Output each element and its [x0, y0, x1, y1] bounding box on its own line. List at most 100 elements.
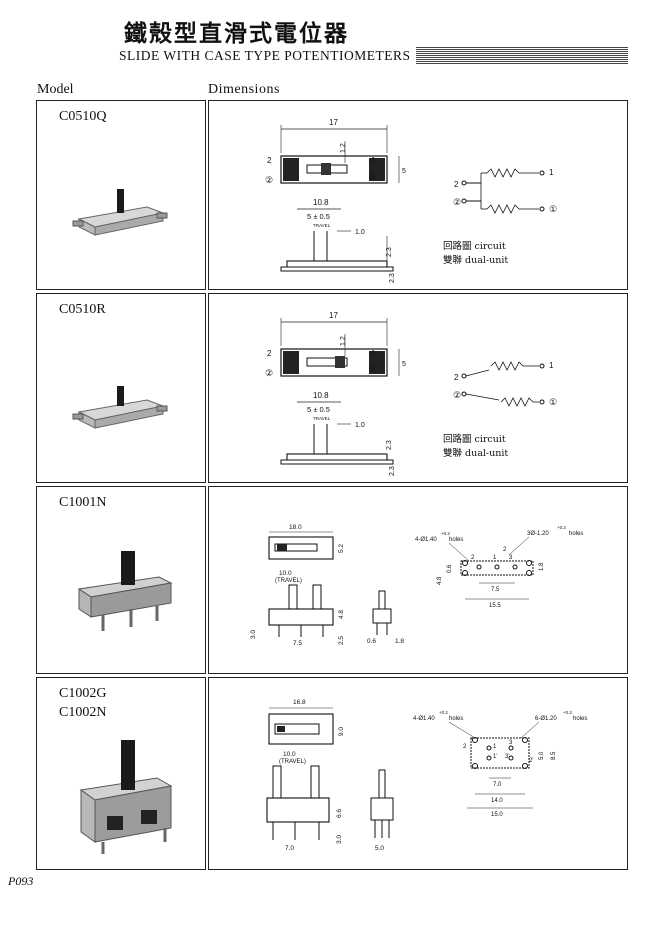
page-title-chinese: 鐵殼型直滑式電位器 [124, 21, 349, 47]
svg-text:3: 3 [509, 555, 513, 561]
dimension-drawing-c0510q: 17 1.2 5 2 ② 1 ① 10.8 5 ± 0.5 TRAVEL 1.0… [265, 118, 557, 283]
svg-text:2: 2 [454, 180, 459, 189]
svg-text:14.0: 14.0 [491, 798, 503, 804]
svg-text:3: 3 [509, 740, 513, 746]
dim-h1: 2.3 [386, 247, 393, 257]
dim-width: 17 [329, 118, 338, 127]
svg-text:4.8: 4.8 [437, 576, 443, 585]
svg-text:0.6: 0.6 [447, 564, 453, 573]
svg-text:回路圖 circuit: 回路圖 circuit [443, 433, 506, 445]
dim-height: 1.2 [340, 143, 347, 153]
product-photo-c1001n [77, 551, 173, 631]
model-cell-c0510q: C0510Q [36, 100, 206, 290]
svg-text:holes: holes [573, 716, 587, 722]
dim-h2: 2.3 [389, 273, 396, 283]
svg-text:15.0: 15.0 [491, 812, 503, 818]
product-photo-c0510r [72, 386, 168, 429]
svg-text:雙聯 dual-unit: 雙聯 dual-unit [443, 447, 508, 459]
svg-text:4-Ø1.40: 4-Ø1.40 [415, 537, 437, 543]
model-label: C1002G C1002N [59, 686, 107, 720]
svg-text:1: 1 [549, 361, 554, 370]
svg-text:6-Ø1.20: 6-Ø1.20 [535, 716, 557, 722]
dimension-drawing-c1001n: 18.0 5.2 10.0 (TRAVEL) 4.8 3.0 2.5 7.5 0… [250, 524, 583, 647]
svg-text:2.3: 2.3 [389, 466, 396, 476]
model-label: C0510Q [59, 109, 107, 124]
svg-text:6.6: 6.6 [336, 809, 343, 818]
product-photo-c0510q [72, 189, 168, 236]
svg-text:①: ① [549, 204, 557, 214]
svg-text:(TRAVEL): (TRAVEL) [279, 759, 306, 765]
dual-unit-note: 雙聯 dual-unit [443, 254, 508, 266]
svg-text:2: 2 [267, 349, 272, 358]
svg-text:3.0: 3.0 [336, 835, 343, 844]
svg-text:1.2: 1.2 [340, 336, 347, 346]
dimensions-cell-c1001n: 18.0 5.2 10.0 (TRAVEL) 4.8 3.0 2.5 7.5 0… [208, 486, 628, 674]
svg-text:4-Ø1.40: 4-Ø1.40 [413, 716, 435, 722]
svg-text:2': 2' [529, 758, 533, 764]
svg-text:16.8: 16.8 [293, 699, 306, 706]
svg-text:5.2: 5.2 [338, 544, 345, 553]
svg-text:①: ① [549, 397, 557, 407]
svg-text:②: ② [265, 368, 273, 378]
product-photo-c1002 [79, 740, 173, 854]
pin-1-circled: ① [369, 171, 377, 181]
svg-text:(TRAVEL): (TRAVEL) [275, 578, 302, 584]
dimensions-column-header: Dimensions [208, 82, 280, 97]
svg-text:1: 1 [493, 744, 497, 750]
dim-travel: 5 ± 0.5 [307, 212, 330, 221]
svg-text:3.0: 3.0 [250, 630, 257, 639]
svg-text:10.8: 10.8 [313, 391, 329, 400]
svg-text:7.0: 7.0 [285, 845, 294, 852]
svg-text:10.0: 10.0 [283, 751, 296, 758]
svg-text:7.5: 7.5 [293, 640, 302, 647]
svg-text:2: 2 [503, 547, 507, 553]
model-label: C1001N [59, 495, 107, 510]
title-banner: SLIDE WITH CASE TYPE POTENTIOMETERS [103, 47, 628, 65]
model-cell-c1001n: C1001N [36, 486, 206, 674]
pin-2-circled: ② [265, 175, 273, 185]
svg-text:2: 2 [454, 373, 459, 382]
svg-text:TRAVEL: TRAVEL [313, 416, 331, 421]
svg-text:5 ± 0.5: 5 ± 0.5 [307, 405, 330, 414]
svg-text:7.0: 7.0 [493, 782, 502, 788]
svg-text:10.0: 10.0 [279, 570, 292, 577]
svg-text:5.0: 5.0 [539, 751, 545, 760]
svg-text:9.0: 9.0 [338, 727, 345, 736]
svg-text:holes: holes [569, 531, 583, 537]
svg-text:5: 5 [402, 361, 406, 368]
svg-text:2.3: 2.3 [386, 440, 393, 450]
svg-text:4.8: 4.8 [338, 610, 345, 619]
svg-text:15.5: 15.5 [489, 603, 501, 609]
pin-1: 1 [371, 156, 376, 165]
svg-text:1: 1 [549, 168, 554, 177]
svg-text:5.0: 5.0 [375, 845, 384, 852]
svg-text:0.6: 0.6 [367, 638, 376, 645]
svg-text:1.8: 1.8 [539, 562, 545, 571]
svg-text:1: 1 [371, 349, 376, 358]
svg-text:17: 17 [329, 311, 338, 320]
svg-text:3Ø-1.20: 3Ø-1.20 [527, 531, 549, 537]
svg-text:2.5: 2.5 [338, 636, 345, 645]
page-number: P093 [8, 874, 34, 888]
dimension-drawing-c0510r: 17 1.2 5 2 ② 1 ① 10.8 5 ± 0.5 TRAVEL 1.0… [265, 311, 557, 476]
svg-text:②: ② [453, 390, 461, 400]
dimensions-cell-c0510q: 17 1.2 5 2 ② 1 ① 10.8 5 ± 0.5 TRAVEL 1.0… [208, 100, 628, 290]
svg-text:+0.2: +0.2 [439, 710, 448, 715]
model-column-header: Model [37, 82, 74, 97]
svg-text:2: 2 [471, 555, 475, 561]
svg-text:2: 2 [463, 744, 467, 750]
svg-text:1.0: 1.0 [355, 422, 365, 429]
svg-text:②: ② [453, 197, 461, 207]
page-title-english: SLIDE WITH CASE TYPE POTENTIOMETERS [103, 47, 416, 65]
dim-lead: 1.0 [355, 229, 365, 236]
svg-text:1': 1' [493, 754, 497, 760]
svg-text:1: 1 [493, 555, 497, 561]
dimension-drawing-c1002: 16.8 9.0 10.0 (TRAVEL) 6.6 3.0 7.0 5.0 4… [266, 699, 587, 852]
model-cell-c0510r: C0510R [36, 293, 206, 483]
svg-text:1.8: 1.8 [395, 638, 404, 645]
travel-label: TRAVEL [313, 223, 331, 228]
svg-text:+0.2: +0.2 [441, 531, 450, 536]
dimensions-cell-c1002: 16.8 9.0 10.0 (TRAVEL) 6.6 3.0 7.0 5.0 4… [208, 677, 628, 870]
svg-text:holes: holes [449, 716, 463, 722]
dim-depth: 5 [402, 168, 406, 175]
